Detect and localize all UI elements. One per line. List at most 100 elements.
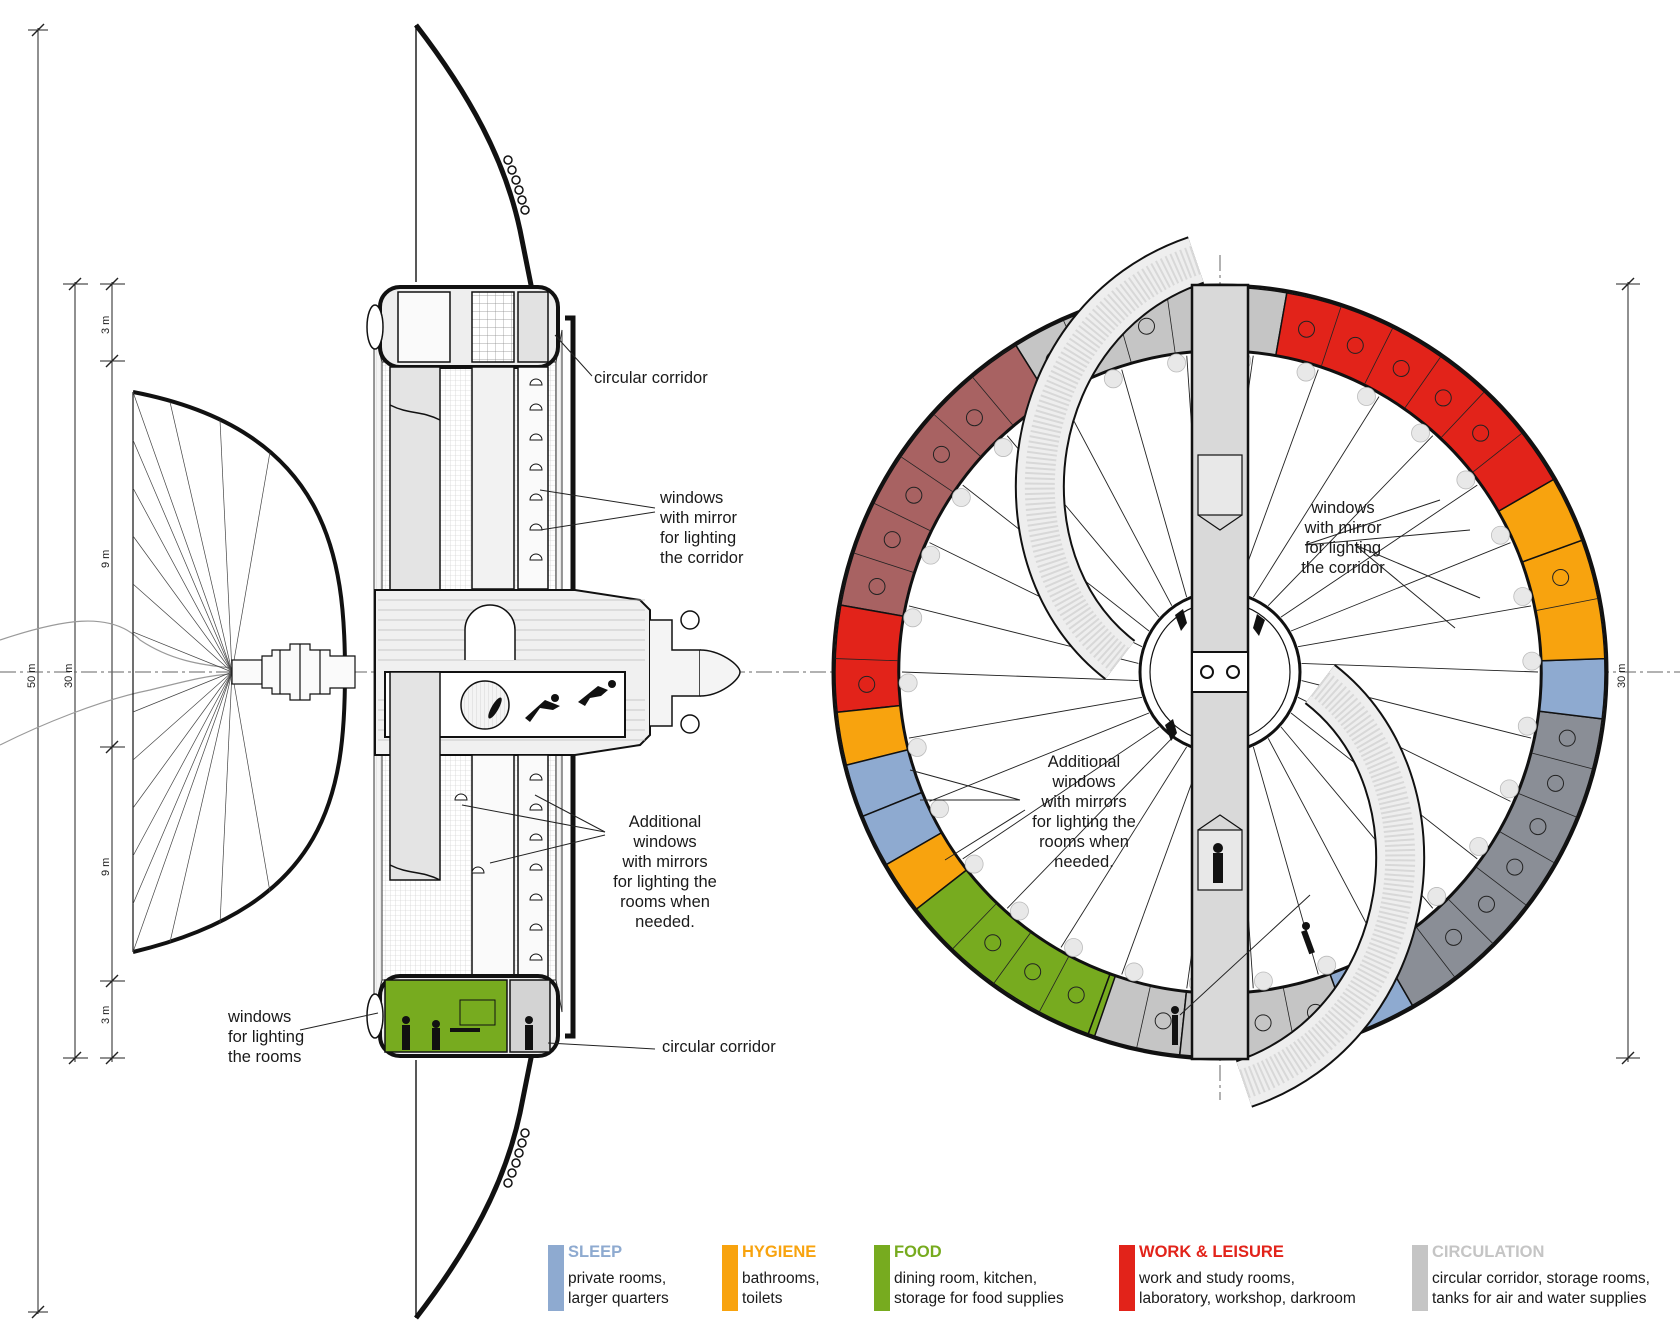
room-divider bbox=[1038, 956, 1070, 1013]
room-hatch bbox=[984, 934, 1002, 952]
room-hatch bbox=[1547, 774, 1565, 792]
rim-window bbox=[930, 799, 949, 819]
wire-spoke bbox=[1280, 484, 1478, 618]
rim-window bbox=[1456, 470, 1476, 490]
legend-desc: private rooms,larger quarters bbox=[568, 1270, 669, 1307]
rim-window bbox=[1513, 587, 1533, 606]
wire-spoke bbox=[1267, 435, 1434, 606]
room-divider bbox=[1518, 792, 1577, 818]
dim-label-overall: 50 m bbox=[26, 663, 38, 688]
figures-hub bbox=[488, 680, 616, 722]
wire-spoke bbox=[1290, 542, 1511, 632]
label-circular-corridor-bottom: circular corridor bbox=[662, 1038, 776, 1056]
room-divider bbox=[933, 414, 981, 457]
room-hatch bbox=[1154, 1012, 1172, 1030]
rim-window bbox=[1296, 362, 1316, 382]
room-hatch bbox=[1478, 895, 1496, 913]
rim-window bbox=[1499, 779, 1519, 799]
wire-spoke bbox=[962, 726, 1160, 860]
room-hatch bbox=[858, 675, 876, 693]
room-divider bbox=[1536, 598, 1599, 611]
dim-label-ring: 30 m bbox=[63, 663, 75, 688]
room-hatch bbox=[1138, 317, 1156, 335]
rim-window bbox=[1124, 962, 1144, 982]
wire-spoke bbox=[1267, 738, 1380, 948]
rim-window bbox=[1103, 369, 1123, 389]
legend-swatch bbox=[722, 1245, 738, 1311]
room-divider bbox=[900, 456, 954, 493]
legend-swatch bbox=[1412, 1245, 1428, 1311]
room-hatch bbox=[1558, 729, 1576, 747]
rim-window bbox=[964, 854, 984, 874]
legend-swatch bbox=[548, 1245, 564, 1311]
wire-spoke bbox=[929, 712, 1150, 802]
room-divider bbox=[993, 932, 1032, 984]
leader-lines-ring bbox=[909, 499, 1481, 1016]
room-hatch bbox=[1346, 336, 1364, 354]
lower-spokes bbox=[389, 671, 549, 981]
rim-window bbox=[903, 608, 923, 628]
wire-spoke bbox=[908, 696, 1143, 739]
legend-desc: work and study rooms,laboratory, worksho… bbox=[1139, 1270, 1356, 1307]
tether-cable bbox=[0, 620, 233, 746]
room-hatch bbox=[1392, 359, 1410, 377]
wire-spoke bbox=[1060, 396, 1173, 606]
label-additional-windows-ring: Additional windows with mirrors for ligh… bbox=[1032, 753, 1136, 871]
room-hatch bbox=[1552, 569, 1570, 587]
wire-spoke bbox=[1252, 396, 1380, 598]
wire-spoke bbox=[1301, 662, 1539, 673]
rim-window bbox=[1427, 887, 1447, 906]
wire-spoke bbox=[901, 671, 1139, 682]
rim-window bbox=[1411, 423, 1430, 443]
room-hatch bbox=[1254, 1014, 1272, 1032]
ring-sector-sleep bbox=[1538, 657, 1606, 720]
upper-spokes bbox=[389, 366, 549, 591]
rim-window bbox=[1010, 901, 1029, 921]
label-additional-windows-side: Additional windows with mirrors for ligh… bbox=[613, 813, 717, 931]
ring-wheel bbox=[831, 236, 1609, 1108]
dim-label-top: 3 m bbox=[100, 315, 112, 334]
upper-mirror bbox=[414, 23, 535, 291]
rim-window bbox=[1254, 971, 1273, 991]
room-hatch bbox=[868, 577, 886, 595]
room-divider bbox=[1447, 898, 1494, 944]
room-divider bbox=[1472, 432, 1523, 473]
room-divider bbox=[1440, 391, 1485, 439]
room-hatch bbox=[905, 486, 923, 504]
rim-window bbox=[1317, 955, 1337, 975]
rim-window bbox=[1064, 938, 1083, 957]
wire-spoke bbox=[1060, 746, 1188, 948]
room-hatch bbox=[1506, 858, 1524, 876]
rim-window bbox=[1167, 353, 1186, 373]
room-divider bbox=[952, 903, 997, 950]
room-divider bbox=[873, 502, 931, 532]
wire-spoke bbox=[1006, 738, 1173, 909]
room-divider bbox=[1136, 986, 1151, 1048]
bottom-ring-module bbox=[366, 974, 560, 1058]
room-hatch bbox=[1434, 389, 1452, 407]
room-hatch bbox=[1067, 986, 1085, 1004]
room-hatch bbox=[1472, 424, 1490, 442]
room-divider bbox=[1416, 926, 1456, 978]
wire-spoke bbox=[1236, 369, 1319, 592]
room-divider bbox=[1320, 306, 1342, 367]
dim-label-upper-spoke: 9 m bbox=[100, 549, 112, 568]
room-divider bbox=[1499, 831, 1555, 864]
legend-desc: circular corridor, storage rooms,tanks f… bbox=[1432, 1270, 1650, 1307]
dim-label-lower-spoke: 9 m bbox=[100, 857, 112, 876]
legend-title: CIRCULATION bbox=[1432, 1243, 1545, 1261]
room-divider bbox=[853, 552, 914, 573]
legend-desc: dining room, kitchen,storage for food su… bbox=[894, 1270, 1064, 1307]
room-divider bbox=[1531, 752, 1593, 770]
dish-mount bbox=[231, 643, 356, 701]
label-windows-mirror-ring: windows with mirror for lighting the cor… bbox=[1301, 499, 1385, 577]
room-divider bbox=[1364, 327, 1394, 385]
legend-swatch bbox=[874, 1245, 890, 1311]
ring-figures bbox=[1165, 609, 1315, 1045]
room-hatch bbox=[932, 445, 950, 463]
room-hatch bbox=[1529, 818, 1547, 836]
room-hatch bbox=[1298, 320, 1316, 338]
dim-label-bottom: 3 m bbox=[100, 1005, 112, 1024]
